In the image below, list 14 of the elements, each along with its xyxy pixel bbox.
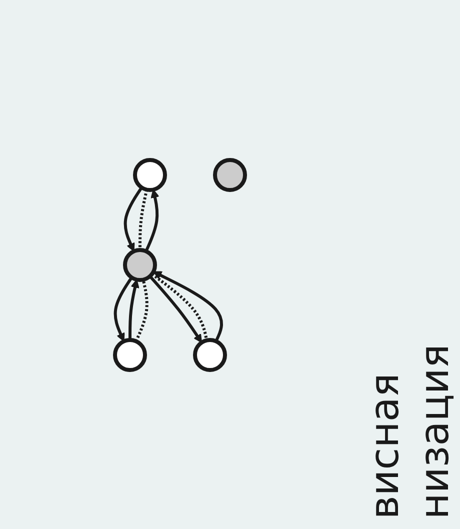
rotated-text: висная bbox=[362, 372, 408, 519]
arrow bbox=[148, 274, 202, 342]
node-circle bbox=[113, 338, 147, 372]
arrow bbox=[128, 278, 140, 340]
arrow bbox=[144, 188, 160, 252]
node-circle bbox=[193, 338, 227, 372]
arrow bbox=[114, 276, 133, 342]
arrow bbox=[124, 186, 143, 252]
arrow bbox=[153, 270, 224, 342]
node-circle bbox=[213, 158, 247, 192]
node-circle bbox=[133, 158, 167, 192]
node-circle bbox=[123, 248, 157, 282]
connector bbox=[138, 188, 148, 250]
rotated-text: низация bbox=[412, 344, 458, 519]
